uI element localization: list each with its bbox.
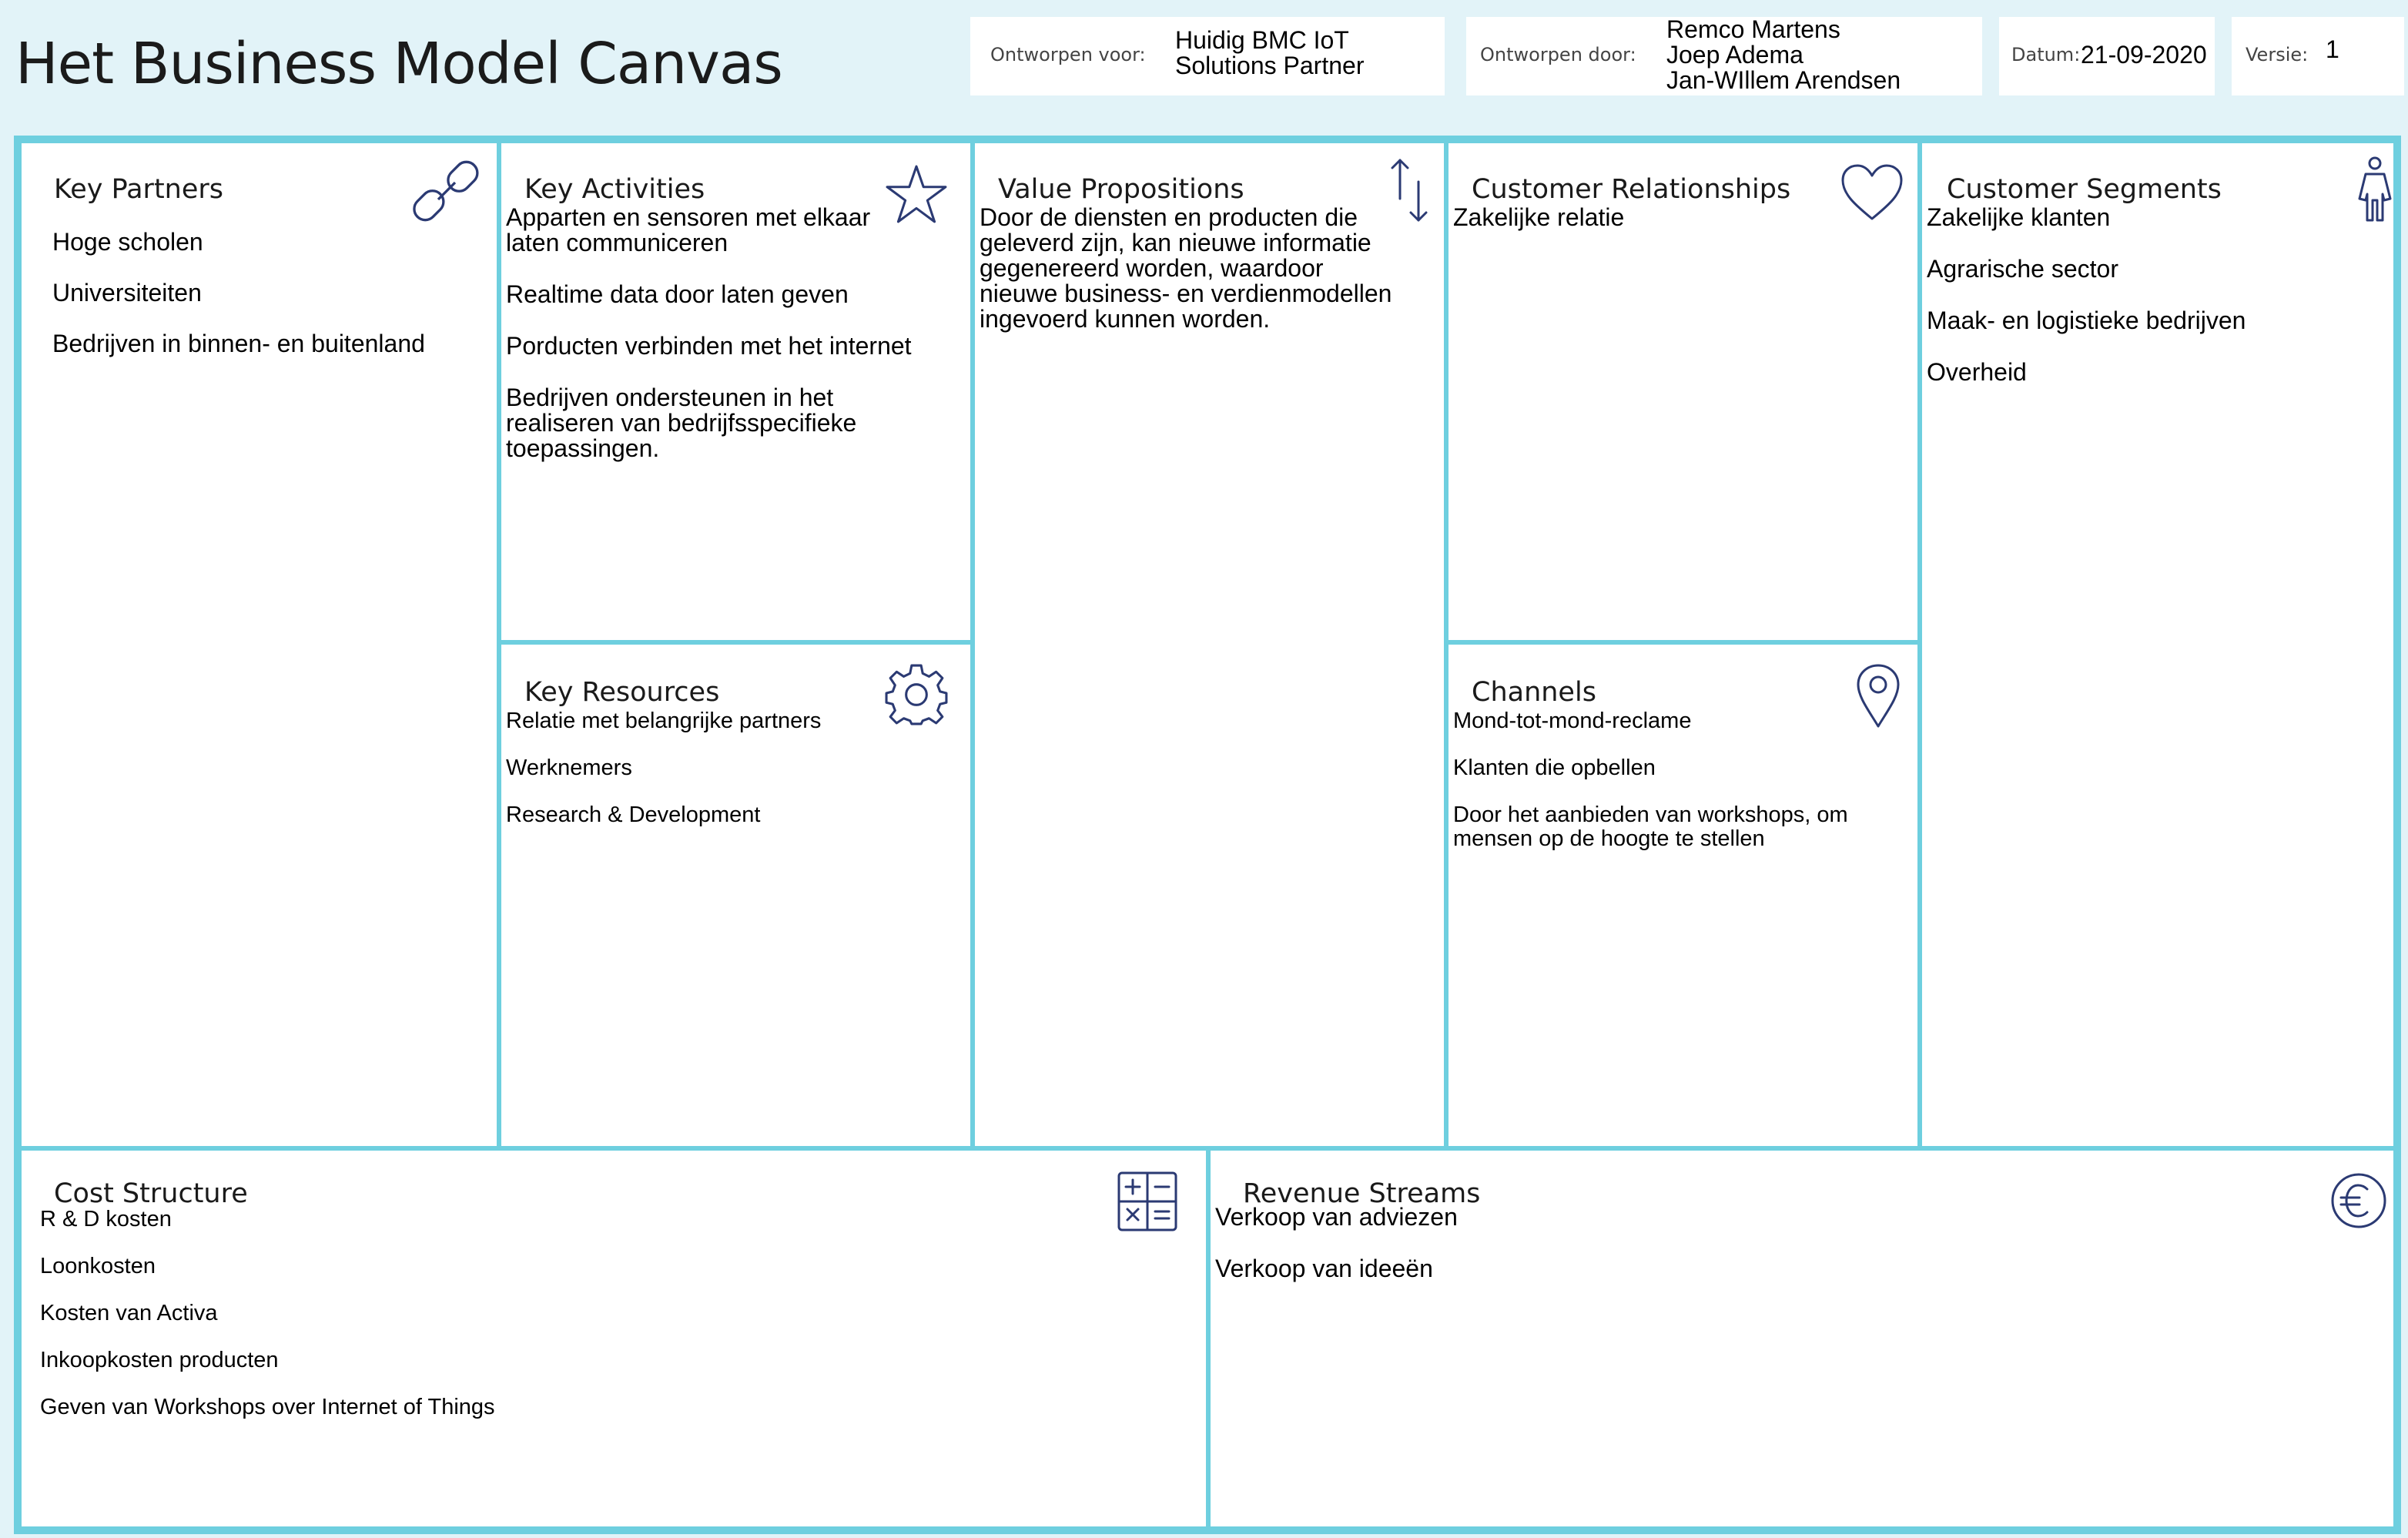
list-item: Inkoopkosten producten	[40, 1348, 279, 1372]
list-item: Mond-tot-mond-reclame	[1453, 709, 1692, 733]
divider	[497, 640, 970, 645]
designed-for-value: Huidig BMC IoT Solutions Partner	[1175, 26, 1365, 79]
divider	[1206, 1146, 1211, 1526]
key-partners-title: Key Partners	[54, 174, 224, 205]
list-item: Bedrijven in binnen- en buitenland	[52, 330, 425, 357]
date-label: Datum:	[2011, 44, 2081, 65]
calculator-icon	[1117, 1171, 1178, 1232]
list-item: Klanten die opbellen	[1453, 756, 1656, 780]
divider	[497, 143, 501, 1151]
designed-by-label: Ontworpen door:	[1480, 44, 1636, 65]
arrows-up-down-icon	[1388, 157, 1431, 223]
channels-list: Mond-tot-mond-reclame Klanten die opbell…	[1453, 709, 1848, 851]
heart-icon	[1840, 163, 1904, 222]
version-value: 1	[2326, 35, 2339, 63]
channels-block: Channels Mond-tot-mond-reclame Klanten d…	[1448, 645, 1917, 1146]
person-icon	[2356, 156, 2393, 223]
list-item: Relatie met belangrijke partners	[506, 709, 822, 733]
list-item: Apparten en sensoren met elkaar laten co…	[506, 203, 871, 256]
version-box: Versie: 1	[2232, 17, 2404, 95]
revenue-streams-title: Revenue Streams	[1243, 1178, 1481, 1209]
customer-segments-block: Customer Segments Zakelijke klanten Agra…	[1922, 143, 2393, 1146]
list-item: Verkoop van adviezen	[1215, 1203, 1458, 1231]
list-item: Geven van Workshops over Internet of Thi…	[40, 1395, 495, 1419]
customer-relationships-title: Customer Relationships	[1472, 174, 1791, 205]
list-item: Universiteiten	[52, 279, 202, 307]
key-partners-list: Hoge scholen Universiteiten Bedrijven in…	[52, 228, 425, 358]
list-item: Realtime data door laten geven	[506, 280, 849, 308]
list-item: R & D kosten	[40, 1207, 172, 1231]
date-value: 21-09-2020	[2081, 41, 2207, 69]
list-item: Hoge scholen	[52, 228, 203, 256]
key-activities-block: Key Activities Apparten en sensoren met …	[501, 143, 970, 640]
value-propositions-title: Value Propositions	[998, 174, 1244, 205]
cost-structure-title: Cost Structure	[54, 1178, 248, 1209]
list-item: Agrarische sector	[1927, 255, 2118, 283]
key-activities-list: Apparten en sensoren met elkaar laten co…	[506, 205, 912, 461]
list-item: Kosten van Activa	[40, 1301, 218, 1325]
euro-icon	[2330, 1172, 2387, 1229]
business-model-canvas: Key Partners Hoge scholen Universiteiten…	[14, 136, 2401, 1534]
key-resources-list: Relatie met belangrijke partners Werknem…	[506, 709, 821, 827]
list-item: Research & Development	[506, 803, 761, 827]
star-icon	[885, 163, 948, 226]
list-item: Maak- en logistieke bedrijven	[1927, 307, 2246, 334]
value-propositions-block: Value Propositions Door de diensten en p…	[975, 143, 1444, 1146]
cost-structure-list: R & D kosten Loonkosten Kosten van Activ…	[40, 1208, 495, 1419]
list-item: Loonkosten	[40, 1254, 156, 1278]
key-resources-title: Key Resources	[524, 677, 720, 708]
list-item: Door de diensten en producten die geleve…	[980, 203, 1392, 333]
list-item: Zakelijke klanten	[1927, 203, 2111, 231]
customer-segments-list: Zakelijke klanten Agrarische sector Maak…	[1927, 205, 2246, 385]
link-icon	[413, 157, 481, 225]
key-partners-block: Key Partners Hoge scholen Universiteiten…	[22, 143, 497, 1146]
key-activities-title: Key Activities	[524, 174, 705, 205]
list-item: Door het aanbieden van workshops, om men…	[1453, 803, 1848, 851]
cost-structure-block: Cost Structure R & D kosten Loonkosten K…	[22, 1151, 1206, 1526]
list-item: Porducten verbinden met het internet	[506, 332, 912, 360]
page-title: Het Business Model Canvas	[15, 31, 783, 97]
divider	[1444, 640, 1917, 645]
list-item: Bedrijven ondersteunen in het realiseren…	[506, 384, 857, 462]
revenue-streams-list: Verkoop van adviezen Verkoop van ideeën	[1215, 1205, 1458, 1282]
designed-for-label: Ontworpen voor:	[990, 44, 1146, 65]
list-item: Verkoop van ideeën	[1215, 1255, 1433, 1282]
value-propositions-list: Door de diensten en producten die geleve…	[980, 205, 1392, 332]
divider	[1444, 143, 1448, 1151]
key-resources-block: Key Resources Relatie met belangrijke pa…	[501, 645, 970, 1146]
customer-segments-title: Customer Segments	[1947, 174, 2222, 205]
list-item: Overheid	[1927, 358, 2027, 386]
gear-icon	[885, 663, 948, 726]
location-pin-icon	[1855, 663, 1901, 729]
customer-relationships-block: Customer Relationships Zakelijke relatie	[1448, 143, 1917, 640]
channels-title: Channels	[1472, 677, 1596, 708]
designed-by-box: Ontworpen door: Remco Martens Joep Adema…	[1466, 17, 1982, 95]
list-item: Zakelijke relatie	[1453, 203, 1625, 231]
designed-for-box: Ontworpen voor: Huidig BMC IoT Solutions…	[970, 17, 1445, 95]
list-item: Werknemers	[506, 756, 632, 780]
revenue-streams-block: Revenue Streams Verkoop van adviezen Ver…	[1211, 1151, 2393, 1526]
divider	[1917, 143, 1922, 1151]
designed-by-value: Remco Martens Joep Adema Jan-WIllem Aren…	[1666, 15, 1901, 94]
divider	[970, 143, 975, 1151]
customer-relationships-list: Zakelijke relatie	[1453, 205, 1624, 230]
version-label: Versie:	[2246, 44, 2309, 65]
date-box: Datum: 21-09-2020	[1999, 17, 2215, 95]
